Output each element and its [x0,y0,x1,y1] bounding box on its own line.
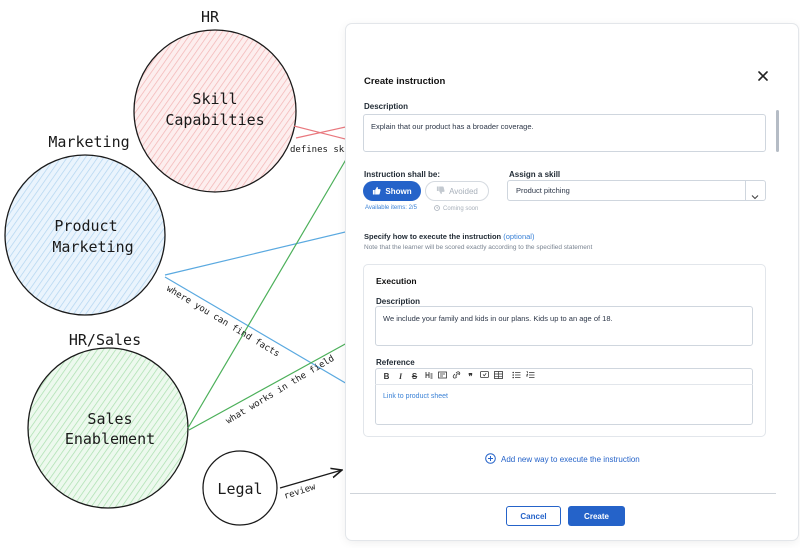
text-style-icon[interactable] [437,371,448,381]
link-icon[interactable] [451,371,462,381]
footer-divider [350,493,776,494]
sales-node-label-2: Enablement [65,430,155,448]
skill-capabilities-node [133,29,297,193]
close-icon[interactable] [756,69,770,83]
skill-node-label-1: Skill [192,90,237,108]
group-label-marketing: Marketing [48,133,129,151]
shown-toggle-button[interactable]: Shown [363,181,421,201]
reference-link[interactable]: Link to product sheet [383,393,448,400]
assign-skill-value: Product pitching [516,186,570,195]
select-divider [745,181,746,200]
add-execution-way-button[interactable]: Add new way to execute the instruction [485,453,640,466]
arrow-legal-to-modal [279,470,342,489]
reference-editor[interactable] [375,368,753,425]
assign-skill-label: Assign a skill [509,170,561,179]
arrow-sales-to-execution [188,332,367,431]
add-execution-way-label: Add new way to execute the instruction [501,455,640,464]
available-items-text: Available items: 2/5 [365,205,417,211]
dialog-title: Create instruction [364,76,446,87]
legal-node [202,450,278,526]
bold-icon[interactable]: B [383,371,390,381]
specify-label: Specify how to execute the instruction [364,232,502,241]
create-instruction-dialog: Create instruction Description Explain t… [346,24,798,540]
table-icon[interactable] [493,371,504,381]
execution-card [363,264,766,437]
strikethrough-icon[interactable]: S [411,371,418,381]
sales-node-label-1: Sales [87,410,132,428]
edge-label-defines-skills: defines skills [290,145,366,155]
product-node-label-2: Marketing [52,238,133,256]
add-circle-icon [485,453,496,466]
product-node-label-1: Product [54,217,117,235]
italic-icon[interactable]: I [398,371,403,381]
chevron-down-icon[interactable] [751,187,759,205]
quote-icon[interactable]: ❞ [468,371,473,381]
thumbs-up-icon [372,186,381,197]
reference-label: Reference [376,358,415,367]
skill-node-label-2: Capabilties [165,111,264,129]
scoring-note: Note that the learner will be scored exa… [364,244,593,251]
editor-toolbar: B I S ❞ [375,368,753,385]
heading-icon[interactable] [423,371,434,381]
group-label-hr-sales: HR/Sales [69,331,141,349]
sales-enablement-node [27,347,189,509]
coming-soon-note: Coming soon [434,205,478,213]
execution-description-label: Description [376,297,421,306]
thumbs-down-icon [436,185,445,197]
avoided-toggle-button[interactable]: Avoided [425,181,489,201]
edge-label-what-works: what works in the field [224,354,336,427]
product-marketing-node [4,154,166,316]
create-button[interactable]: Create [568,506,625,526]
scrollbar-thumb[interactable] [776,110,779,152]
description-label: Description [364,102,409,111]
arrow-sales-to-description [187,134,361,429]
instruction-shall-be-label: Instruction shall be: [364,170,441,179]
specify-heading: Specify how to execute the instruction (… [364,232,534,241]
edge-label-where-facts: where you can find facts [164,284,281,360]
avoided-label: Avoided [449,186,478,196]
shown-label: Shown [385,186,412,196]
bullet-list-icon[interactable] [511,371,522,381]
legal-node-label: Legal [217,480,262,498]
cancel-button[interactable]: Cancel [506,506,561,526]
description-textarea[interactable]: Explain that our product has a broader c… [363,114,766,152]
assign-skill-select[interactable]: Product pitching [507,180,766,201]
optional-tag: (optional) [503,232,535,241]
execution-description-textarea[interactable]: We include your family and kids in our p… [375,306,753,346]
execution-title: Execution [376,276,417,286]
arrow-product-to-reference [164,276,371,398]
group-label-hr: HR [201,8,220,26]
coming-soon-text: Coming soon [443,206,479,212]
clock-icon [434,205,440,213]
embed-icon[interactable] [479,371,490,381]
numbered-list-icon[interactable] [525,371,536,381]
